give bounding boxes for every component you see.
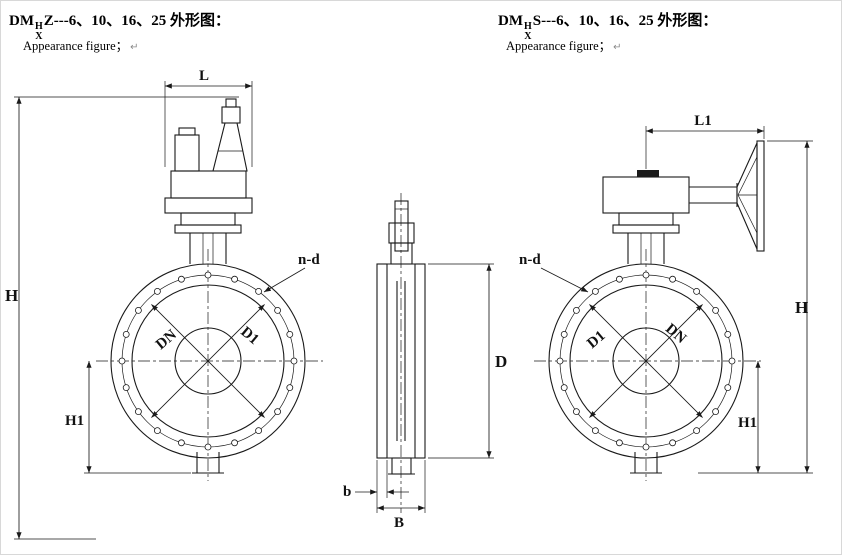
dim-label-H1-right: H1 [738,415,757,431]
dim-label-nd-right: n-d [519,252,541,268]
dim-label-L: L [199,68,209,84]
title-right-sup: H [524,21,532,32]
dimension-H-left: H [5,96,239,540]
dimension-L1: L1 [645,113,765,169]
middle-valve-body [376,200,426,475]
subtitle-right-text: Appearance figure； [506,39,612,53]
title-left-prefix: DM [9,13,34,29]
dim-label-D1-right: D1 [584,328,608,352]
subtitle-right: Appearance figure；↵ [506,35,622,54]
title-right-prefix: DM [498,13,523,29]
dimension-H-right: H [698,140,813,474]
dimension-H1-right: H1 [738,361,761,473]
dim-label-L1: L1 [694,113,712,129]
dim-label-DN-left: DN [153,327,180,353]
dimension-H1-left: H1 [65,361,191,474]
subtitle-left-text: Appearance figure； [23,39,129,53]
title-right-rest: S---6、10、16、25 外形图： [532,13,718,29]
dim-label-H1-left: H1 [65,413,84,429]
callout-nd-left: n-d [263,252,320,293]
dim-label-b: b [343,484,351,500]
left-valve-view: L H H1 n-d DN D1 [5,68,323,540]
dim-label-D: D [495,352,507,371]
left-valve-actuator [164,98,253,214]
dim-label-H-right: H [795,298,808,317]
callout-nd-right: n-d [519,252,589,293]
subtitle-left: Appearance figure；↵ [23,35,139,54]
dimension-B: B [377,505,425,531]
right-valve-flange [534,213,761,481]
dimension-D: D [428,263,507,459]
dim-label-B: B [394,515,404,531]
dimension-b: b [343,460,426,513]
dim-label-H-left: H [5,286,18,305]
title-left-rest: Z---6、10、16、25 外形图： [43,13,231,29]
title-left-sub: X [35,31,43,42]
dim-label-nd-left: n-d [298,252,320,268]
dimension-L: L [164,68,253,167]
return-mark-icon: ↵ [130,42,139,53]
title-right-sub: X [524,31,532,42]
middle-valve-side-view: D b B [343,193,507,531]
dim-label-DN-right: DN [662,321,689,347]
right-valve-view: L1 H H1 n-d D1 DN [519,113,813,481]
title-left-sup: H [35,21,43,32]
left-valve-flange [96,213,323,481]
return-mark-icon: ↵ [613,42,622,53]
right-valve-gear-operator [602,140,765,252]
